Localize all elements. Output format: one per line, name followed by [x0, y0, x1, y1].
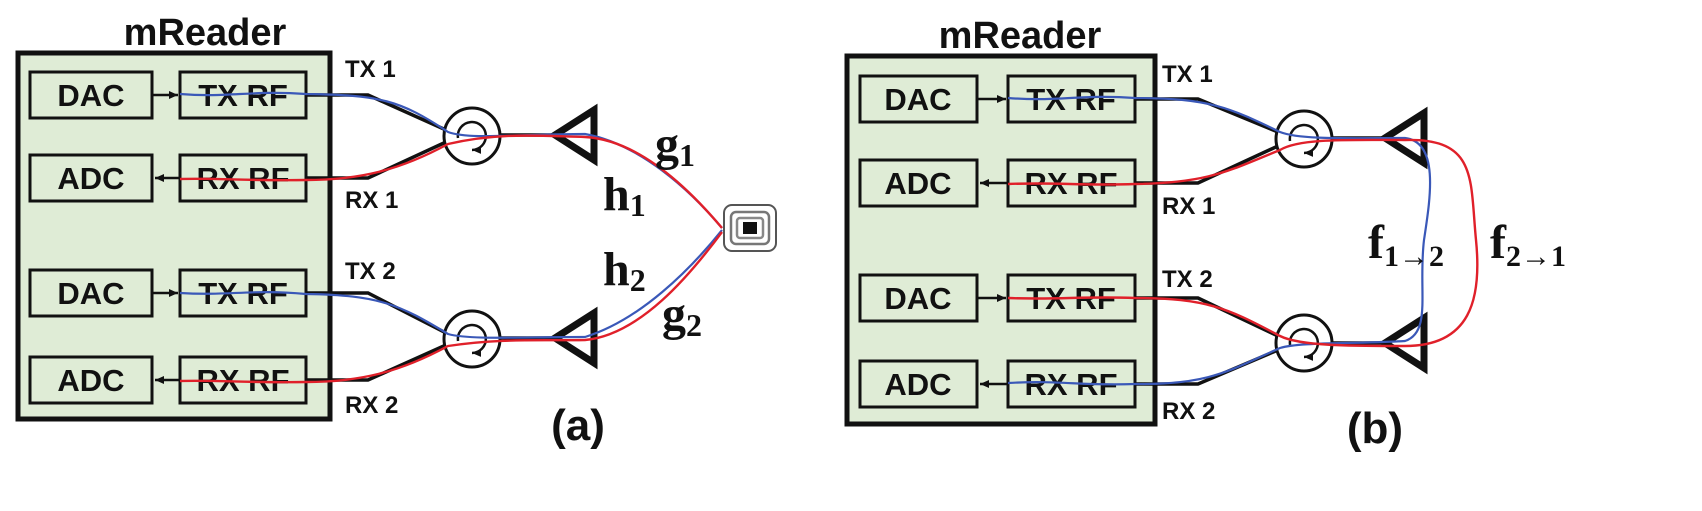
panel-b-chan-f21: f2→1 — [1490, 216, 1566, 273]
panel-b-port-rx1: RX 1 — [1162, 193, 1215, 220]
panel-a-port-rx1: RX 1 — [345, 187, 398, 214]
panel-a-port-tx2: TX 2 — [345, 258, 396, 285]
panel-a-signal-red-2 — [179, 231, 723, 384]
panel-a-port-rx2: RX 2 — [345, 392, 398, 419]
panel-b-dac-2 — [858, 273, 979, 323]
panel-a-adc-1-label: ADC — [57, 161, 124, 196]
panel-b-title: mReader — [939, 15, 1102, 57]
panel-a: mReader DAC TX RF ADC RX RF DAC TX RF AD… — [15, 12, 777, 450]
panel-a-adc-2 — [28, 355, 154, 405]
panel-a-circulator-2-icon — [442, 309, 502, 369]
panel-b-port-rx2: RX 2 — [1162, 398, 1215, 425]
panel-a-chan-g1: g1 — [655, 118, 695, 173]
panel-a-chan-h2: h2 — [603, 243, 646, 298]
panel-a-adc-1 — [28, 153, 154, 203]
panel-b-dac-1-label: DAC — [884, 82, 951, 117]
panel-a-signal-red-1 — [179, 134, 723, 229]
panel-a-dac-1-label: DAC — [57, 78, 124, 113]
panel-b-dac-1 — [858, 74, 979, 124]
panel-b-sublabel: (b) — [1347, 404, 1403, 453]
panel-a-dac-2-label: DAC — [57, 276, 124, 311]
panel-b-circulator-1-icon — [1274, 109, 1334, 169]
panel-b-dac-2-label: DAC — [884, 281, 951, 316]
panel-a-dac-1 — [28, 70, 154, 120]
panel-b-adc-2 — [858, 359, 979, 409]
panel-a-chan-h1: h1 — [603, 168, 646, 223]
panel-b-signal-blue — [1007, 95, 1432, 386]
panel-a-chan-g2: g2 — [662, 288, 702, 343]
panel-a-dac-2 — [28, 268, 154, 318]
panel-b-antenna-2-icon — [1378, 311, 1428, 375]
panel-a-tx2-wire — [306, 291, 447, 335]
panel-a-rx2-wire — [306, 343, 447, 382]
panel-b: mReader DAC TX RF ADC RX RF DAC TX RF AD… — [844, 15, 1566, 453]
panel-a-title: mReader — [124, 12, 287, 54]
panel-b-adc-1 — [858, 158, 979, 208]
panel-b-chan-f12: f1→2 — [1368, 216, 1444, 273]
panel-a-signal-blue-2 — [179, 229, 723, 339]
panel-a-sublabel: (a) — [551, 401, 605, 450]
panel-a-tag-icon — [723, 204, 777, 252]
panel-b-port-tx1: TX 1 — [1162, 61, 1213, 88]
panel-a-rx1-wire — [306, 140, 447, 180]
panel-b-port-tx2: TX 2 — [1162, 266, 1213, 293]
panel-b-signal-red — [1007, 138, 1479, 348]
panel-b-adc-2-label: ADC — [884, 367, 951, 402]
panel-b-adc-1-label: ADC — [884, 166, 951, 201]
panel-a-port-tx1: TX 1 — [345, 56, 396, 83]
panel-a-adc-2-label: ADC — [57, 363, 124, 398]
